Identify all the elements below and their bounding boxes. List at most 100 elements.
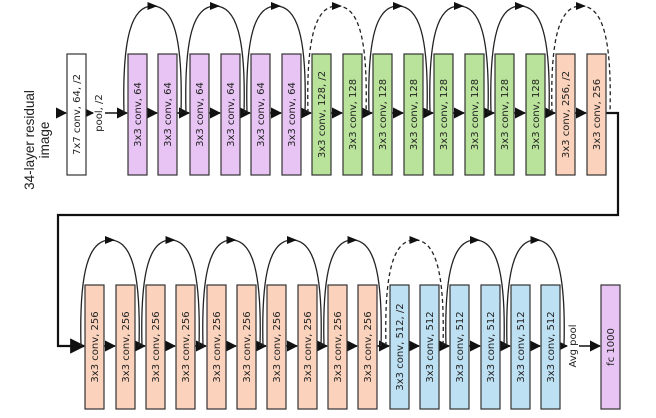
layer-label: 3x3 conv, 512: [486, 311, 497, 382]
layer-label: 3x3 conv, 128: [409, 79, 420, 150]
layer-box: [419, 284, 440, 410]
layer-box: [84, 284, 105, 410]
layer-box: [600, 284, 621, 410]
layer-label: 3x3 conv, 128: [531, 79, 542, 150]
layer-label: 3x3 conv, 256: [363, 311, 374, 382]
layer-box: [175, 284, 196, 410]
layer-box: [311, 53, 332, 176]
layer-box: [449, 284, 470, 410]
layer-label: 3x3 conv, 256: [303, 311, 314, 382]
layer-box: [357, 284, 378, 410]
layer-block-3x3-conv-64: 3x3 conv, 64: [220, 53, 241, 176]
layer-block-3x3-conv-128: 3x3 conv, 128: [403, 53, 424, 176]
layer-block-3x3-conv-512: 3x3 conv, 512: [480, 284, 501, 410]
layer-label: 3x3 conv, 128, /2: [317, 71, 328, 158]
layer-box: [236, 284, 257, 410]
layer-label: 3x3 conv, 256, /2: [561, 71, 572, 158]
layer-box: [220, 53, 241, 176]
shortcut-arrowhead: [210, 2, 220, 10]
layer-block-3x3-conv-64: 3x3 conv, 64: [281, 53, 302, 176]
shortcut-arrowhead: [147, 2, 158, 10]
layer-block-3x3-conv-256: 3x3 conv, 256: [175, 284, 196, 410]
shortcut-arrowhead: [332, 2, 342, 10]
layer-box: [494, 53, 515, 176]
layer-block-7x7-conv-64-2: 7x7 conv, 64, /2: [66, 53, 87, 176]
layer-label: 3x3 conv, 512: [516, 311, 527, 382]
layer-block-3x3-conv-64: 3x3 conv, 64: [127, 53, 148, 176]
pool-2-label: pool, /2: [94, 94, 105, 131]
layer-box: [157, 53, 178, 176]
layer-block-3x3-conv-256: 3x3 conv, 256: [115, 284, 136, 410]
layer-label: 3x3 conv, 256: [592, 79, 603, 150]
layer-block-fc-1000: fc 1000: [600, 284, 621, 410]
layer-box: [464, 53, 485, 176]
layer-block-3x3-conv-256: 3x3 conv, 256: [145, 284, 166, 410]
layer-label: 3x3 conv, 128: [470, 79, 481, 150]
title-line-1: 34-layer residual: [22, 90, 37, 190]
shortcut-arrowhead: [226, 236, 237, 244]
layer-box: [342, 53, 363, 176]
layer-block-3x3-conv-512: 3x3 conv, 512: [510, 284, 531, 410]
layer-label: fc 1000: [606, 328, 617, 366]
layer-label: 3x3 conv, 512, /2: [395, 303, 406, 390]
layer-block-3x3-conv-256: 3x3 conv, 256: [357, 284, 378, 410]
shortcut-arrowhead: [454, 2, 464, 10]
layer-box: [372, 53, 393, 176]
layer-box: [555, 53, 576, 176]
layer-label: 3x3 conv, 256: [212, 311, 223, 382]
layer-block-3x3-conv-256: 3x3 conv, 256: [266, 284, 287, 410]
layer-label: 3x3 conv, 128: [348, 79, 359, 150]
layer-block-3x3-conv-128: 3x3 conv, 128: [433, 53, 454, 176]
avg-pool-label: Avg pool: [568, 324, 579, 367]
layer-label: 3x3 conv, 256: [181, 311, 192, 382]
layer-box: [327, 284, 348, 410]
layer-block-3x3-conv-128: 3x3 conv, 128: [342, 53, 363, 176]
layer-box: [266, 284, 287, 410]
layer-box: [281, 53, 302, 176]
layer-label: 3x3 conv, 256: [121, 311, 132, 382]
layer-block-3x3-conv-256: 3x3 conv, 256: [236, 284, 257, 410]
layer-block-3x3-conv-512-2: 3x3 conv, 512, /2: [389, 284, 410, 410]
layer-block-3x3-conv-128-2: 3x3 conv, 128, /2: [311, 53, 332, 176]
layer-block-3x3-conv-128: 3x3 conv, 128: [494, 53, 515, 176]
layer-label: 3x3 conv, 64: [133, 82, 144, 147]
layer-label: 3x3 conv, 64: [195, 82, 206, 147]
layer-label: 7x7 conv, 64, /2: [72, 74, 83, 155]
layer-label: 3x3 conv, 64: [226, 82, 237, 147]
shortcut-arrowhead: [287, 236, 297, 244]
layer-box: [540, 284, 561, 410]
layer-box: [297, 284, 318, 410]
shortcut-arrowhead: [393, 2, 403, 10]
shortcut-arrowhead: [271, 2, 281, 10]
layer-box: [480, 284, 501, 410]
shortcut-arrowhead: [470, 236, 480, 244]
shortcut-arrowhead: [576, 2, 586, 10]
layer-block-3x3-conv-64: 3x3 conv, 64: [189, 53, 210, 176]
layer-label: 3x3 conv, 128: [439, 79, 450, 150]
layer-block-3x3-conv-256: 3x3 conv, 256: [586, 53, 607, 176]
layer-label: 3x3 conv, 128: [500, 79, 511, 150]
layer-box: [433, 53, 454, 176]
layer-block-3x3-conv-256: 3x3 conv, 256: [327, 284, 348, 410]
layer-block-3x3-conv-256: 3x3 conv, 256: [206, 284, 227, 410]
layer-block-3x3-conv-512: 3x3 conv, 512: [540, 284, 561, 410]
layer-label: 3x3 conv, 64: [256, 82, 267, 147]
layer-blocks: 7x7 conv, 64, /2 pool, /2 3x3 conv, 64 3x3 …: [66, 53, 621, 410]
shortcut-arrowhead: [347, 236, 358, 244]
layer-block-3x3-conv-256: 3x3 conv, 256: [297, 284, 318, 410]
layer-block-3x3-conv-64: 3x3 conv, 64: [157, 53, 178, 176]
layer-label: 3x3 conv, 64: [287, 82, 298, 147]
layer-block-3x3-conv-128: 3x3 conv, 128: [464, 53, 485, 176]
layer-block-3x3-conv-512: 3x3 conv, 512: [419, 284, 440, 410]
layer-box: [66, 53, 87, 176]
layer-block-3x3-conv-128: 3x3 conv, 128: [372, 53, 393, 176]
skip-connections: [80, 2, 611, 347]
layer-box: [189, 53, 210, 176]
shortcut-arrowhead: [105, 236, 115, 244]
layer-label: 3x3 conv, 512: [455, 311, 466, 382]
layer-label: 3x3 conv, 256: [272, 311, 283, 382]
title-line-2: image: [37, 122, 52, 159]
layer-block-3x3-conv-256: 3x3 conv, 256: [84, 284, 105, 410]
layer-box: [127, 53, 148, 176]
